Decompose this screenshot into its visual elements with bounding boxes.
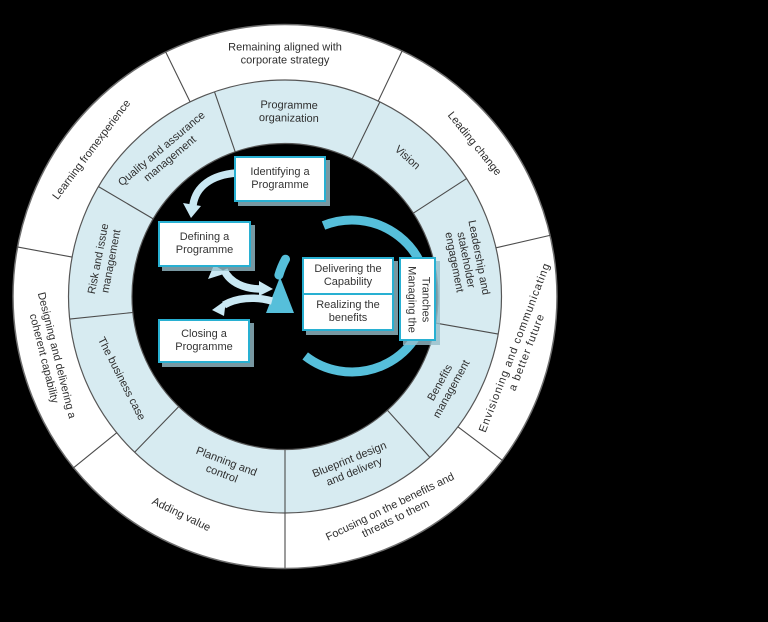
- flow-box-managing-the-tranches: Managing the Tranches: [399, 257, 436, 341]
- vertical-text: Managing the Tranches: [404, 257, 432, 341]
- flow-box-delivering-realizing-stack: Delivering the Capability Realizing the …: [302, 257, 394, 331]
- ring-divider: [413, 178, 467, 214]
- tranche-cycle-arrowhead: [266, 277, 294, 313]
- label-line: Programme: [175, 244, 234, 256]
- middle-segment-label-programme-organization: Programme organization: [259, 99, 319, 125]
- ring-divider: [386, 409, 431, 458]
- middle-ring-dividers: [69, 91, 499, 513]
- flow-box-identifying-a-programme: Identifying a Programme: [234, 156, 326, 202]
- arrowhead-to-cycle: [259, 281, 273, 296]
- tranche-cycle-dash: [274, 254, 290, 280]
- ring-divider: [495, 234, 552, 249]
- ring-divider: [98, 186, 154, 220]
- flow-box-defining-a-programme: Defining a Programme: [158, 221, 251, 267]
- label-line: Managing the: [405, 265, 418, 333]
- ring-divider: [457, 426, 504, 462]
- label-line: Closing a: [181, 327, 227, 340]
- outer-segment-label-remaining-aligned: Remaining aligned with corporate strateg…: [228, 42, 342, 67]
- label-line: Realizing the: [316, 298, 380, 311]
- flow-arrowheads: [183, 203, 273, 316]
- ring-divider: [377, 49, 403, 102]
- ring-divider: [69, 311, 133, 320]
- label-line: Tranches: [419, 276, 431, 322]
- label-line: Identifying a: [250, 165, 310, 178]
- flow-arrow-cycle-to-closing: [222, 294, 274, 309]
- ring-divider: [164, 50, 191, 103]
- label-line: Delivering the: [314, 262, 382, 275]
- ring-divider: [72, 432, 118, 469]
- outer-ring-dividers: [16, 49, 552, 569]
- ring-divider: [213, 91, 236, 152]
- ring-divider: [16, 246, 73, 258]
- ring-divider: [351, 101, 381, 160]
- flow-box-delivering-the-capability: Delivering the Capability: [304, 259, 392, 293]
- label-line: Capability: [323, 276, 373, 288]
- label-line: organization: [258, 111, 319, 125]
- label-line: corporate strategy: [240, 54, 330, 66]
- label-line: Programme: [251, 179, 309, 191]
- flow-box-realizing-the-benefits: Realizing the benefits: [304, 293, 392, 329]
- label-line: Programme: [175, 341, 233, 353]
- ring-divider: [435, 322, 499, 335]
- arrowhead-to-closing: [212, 300, 226, 316]
- flow-box-closing-a-programme: Closing a Programme: [158, 319, 250, 363]
- flow-arrow-identifying-to-defining: [189, 169, 237, 206]
- arrowhead-to-defining-back: [208, 265, 227, 279]
- label-line: Defining a: [179, 230, 230, 243]
- ring-divider: [134, 406, 180, 453]
- label-line: Programme: [260, 99, 318, 113]
- label-line: benefits: [328, 312, 368, 324]
- label-line: Remaining aligned with: [228, 41, 342, 54]
- arrowhead-to-defining: [183, 203, 201, 218]
